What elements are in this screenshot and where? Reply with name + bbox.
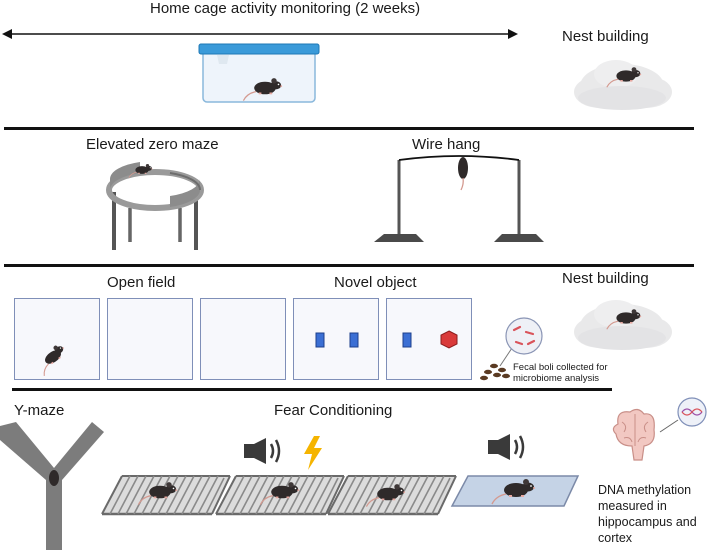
elevated-zero-maze-icon bbox=[106, 162, 204, 250]
grid-floor-3 bbox=[326, 474, 458, 516]
open-field-panel-1 bbox=[14, 298, 100, 380]
wire-hang-label: Wire hang bbox=[412, 136, 481, 153]
fecal-boli-label: Fecal boli collected for microbiome anal… bbox=[513, 362, 608, 384]
novel-object-panel-1 bbox=[293, 298, 379, 380]
y-maze-label: Y-maze bbox=[14, 402, 65, 419]
object-blocks bbox=[315, 332, 359, 348]
ezm-label: Elevated zero maze bbox=[86, 136, 219, 153]
novel-object-label: Novel object bbox=[334, 274, 417, 291]
fecal-boli-icon bbox=[480, 317, 543, 381]
home-cage-title: Home cage activity monitoring (2 weeks) bbox=[150, 0, 421, 17]
open-field-panel-3 bbox=[200, 298, 286, 380]
y-maze-icon bbox=[0, 422, 104, 550]
dna-methylation-label: DNA methylation measured in hippocampus … bbox=[598, 483, 697, 545]
divider-2 bbox=[4, 264, 694, 267]
nest-building-label-1: Nest building bbox=[562, 28, 649, 45]
nest-cloud-1 bbox=[574, 60, 672, 110]
nest-cloud-2 bbox=[574, 300, 672, 350]
speaker-icon bbox=[242, 436, 281, 466]
divider-1 bbox=[4, 127, 694, 130]
context-floor bbox=[450, 475, 580, 507]
brain-icon bbox=[612, 397, 707, 461]
home-cage-icon bbox=[198, 43, 320, 103]
fear-conditioning-label: Fear Conditioning bbox=[274, 402, 393, 419]
open-field-panel-2 bbox=[107, 298, 193, 380]
timeline-arrow bbox=[2, 29, 518, 39]
open-field-label: Open field bbox=[107, 274, 176, 291]
nest-building-label-2: Nest building bbox=[562, 270, 649, 287]
grid-floor-1 bbox=[100, 474, 232, 516]
divider-3 bbox=[12, 388, 612, 391]
shock-bolt-icon bbox=[304, 436, 322, 470]
wire-hang-icon bbox=[374, 155, 544, 242]
novel-objects bbox=[402, 330, 458, 349]
novel-object-panel-2 bbox=[386, 298, 472, 380]
speaker-icon-2 bbox=[486, 432, 525, 462]
mouse-icon bbox=[32, 341, 72, 377]
grid-floor-2 bbox=[214, 474, 346, 516]
